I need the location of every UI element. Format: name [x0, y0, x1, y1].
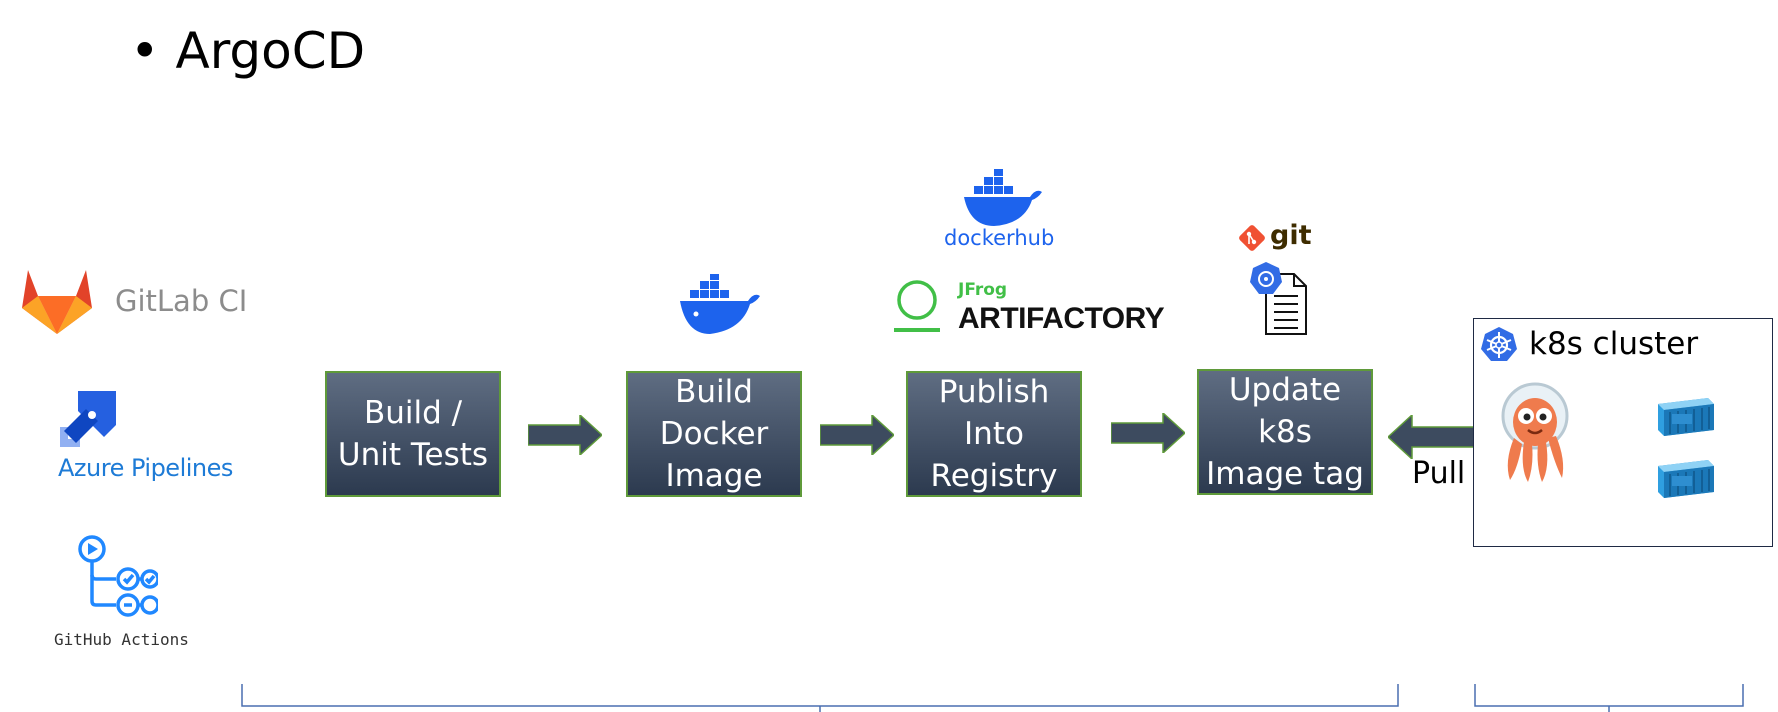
- github-actions-logo: [78, 533, 160, 622]
- pull-label: Pull: [1412, 456, 1466, 491]
- stage-build-docker-image: Build Docker Image: [626, 371, 802, 497]
- flow-arrow: [528, 415, 602, 455]
- stage-update-image-tag: Update k8s Image tag: [1197, 369, 1373, 495]
- container-icon: [1658, 460, 1714, 498]
- cd-bracket: [1474, 684, 1744, 712]
- dockerhub-icon: [964, 169, 1042, 226]
- stage-label: Publish Into Registry: [930, 374, 1058, 494]
- ci-bracket: [241, 684, 1399, 712]
- gitlab-ci-logo: [20, 268, 94, 341]
- github-actions-icon: [78, 535, 160, 617]
- flow-arrow: [820, 415, 894, 455]
- artifactory-label: ARTIFACTORY: [958, 302, 1165, 335]
- jfrog-label: JFrog: [958, 280, 1008, 300]
- title-text: ArgoCD: [175, 22, 366, 80]
- stage-publish-registry: Publish Into Registry: [906, 371, 1082, 497]
- github-actions-label: GitHub Actions: [54, 630, 189, 649]
- stage-label: Update k8s Image tag: [1206, 372, 1364, 492]
- gitlab-ci-label: GitLab CI: [115, 284, 248, 318]
- title-bullet: •: [130, 22, 160, 80]
- docker-icon: [680, 274, 760, 334]
- azure-pipelines-icon: [60, 391, 116, 447]
- azure-pipelines-label: Azure Pipelines: [58, 454, 233, 482]
- k8s-manifest-icon: [1250, 262, 1307, 335]
- stage-label: Build Docker Image: [659, 374, 769, 494]
- git-label: git: [1270, 220, 1312, 251]
- stage-build-unit-tests: Build / Unit Tests: [325, 371, 501, 497]
- slide-title: • ArgoCD: [130, 22, 365, 80]
- argocd-icon: [1501, 382, 1569, 482]
- container-icon: [1658, 398, 1714, 436]
- gitlab-icon: [22, 270, 92, 334]
- jfrog-icon: [894, 280, 940, 332]
- cluster-label: k8s cluster: [1529, 326, 1699, 362]
- dockerhub-label: dockerhub: [944, 226, 1055, 250]
- git-icon: [1239, 225, 1265, 251]
- flow-arrow: [1111, 413, 1185, 453]
- azure-pipelines-logo: [58, 385, 120, 454]
- kubernetes-icon: [1481, 327, 1517, 361]
- stage-label: Build / Unit Tests: [337, 395, 489, 473]
